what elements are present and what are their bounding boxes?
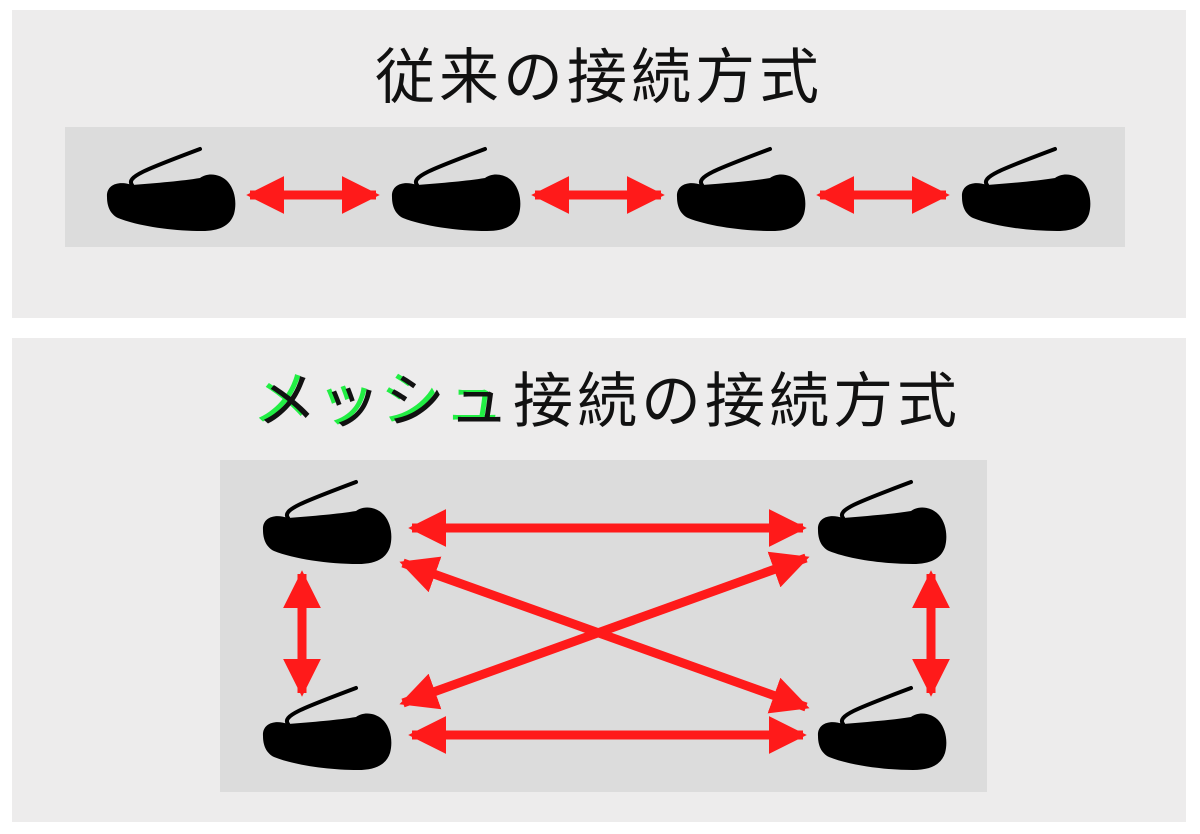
mesh-panel: メッシュ接続の接続方式	[12, 338, 1186, 822]
helmet-icon	[815, 480, 949, 566]
helmet-icon	[104, 147, 238, 233]
helmet-icon	[674, 147, 808, 233]
helmet-icon	[959, 147, 1093, 233]
mesh-title-highlight: メッシュ	[257, 367, 513, 437]
mesh-title-rest: 接続の接続方式	[513, 367, 961, 437]
mesh-title: メッシュ接続の接続方式	[32, 372, 1186, 432]
helmet-icon	[389, 147, 523, 233]
helmet-icon	[260, 686, 394, 772]
helmet-icon	[815, 686, 949, 772]
mesh-link-arrow	[399, 551, 810, 710]
helmet-icon	[260, 480, 394, 566]
traditional-title: 従来の接続方式	[375, 43, 823, 113]
